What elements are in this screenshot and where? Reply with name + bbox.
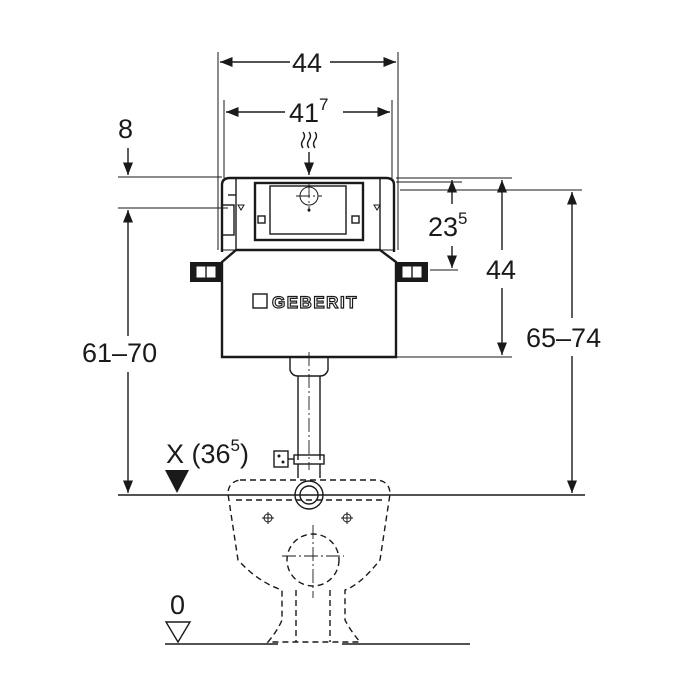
width-inner-label: 417	[289, 95, 329, 128]
water-flush-icon	[300, 131, 318, 175]
right-mounting-bracket	[380, 249, 458, 282]
toilet-outline	[227, 479, 391, 643]
width-inner-sup: 7	[319, 95, 328, 114]
cistern-body: GEBERIT	[220, 248, 398, 359]
flush-pipe	[273, 352, 329, 478]
floor-level-label: 0	[170, 590, 185, 620]
flush-height-sup: 5	[458, 209, 467, 228]
top-offset-label: 8	[118, 114, 133, 144]
left-height-range-label: 61–70	[82, 338, 157, 368]
left-mounting-bracket	[190, 249, 236, 282]
brand-logo-text: GEBERIT	[272, 293, 358, 312]
geberit-logo: GEBERIT	[252, 292, 358, 313]
flush-height-label: 235	[428, 209, 468, 242]
width-inner-main: 41	[289, 98, 319, 128]
width-outer-label: 44	[292, 48, 322, 78]
outlet-label: X (365)	[166, 436, 249, 469]
flush-height-dimension: 235	[396, 180, 468, 268]
outlet-label-main: X (36	[166, 439, 231, 469]
right-height-range-dimension: 65–74	[400, 189, 601, 493]
top-offset-dimension: 8	[118, 114, 228, 209]
cistern-frame	[220, 176, 396, 252]
outlet-height-reference: X (365)	[118, 436, 585, 496]
floor-level: 0	[164, 590, 470, 645]
frame-height-dimension: 44	[396, 177, 516, 358]
flush-height-main: 23	[428, 212, 458, 242]
left-height-range-dimension: 61–70	[82, 210, 157, 493]
width-dimensions: 44 417	[217, 48, 399, 250]
right-height-range-label: 65–74	[526, 323, 601, 353]
outlet-label-close: )	[240, 439, 249, 469]
outlet-label-sup: 5	[231, 436, 240, 455]
frame-height-label: 44	[486, 255, 516, 285]
